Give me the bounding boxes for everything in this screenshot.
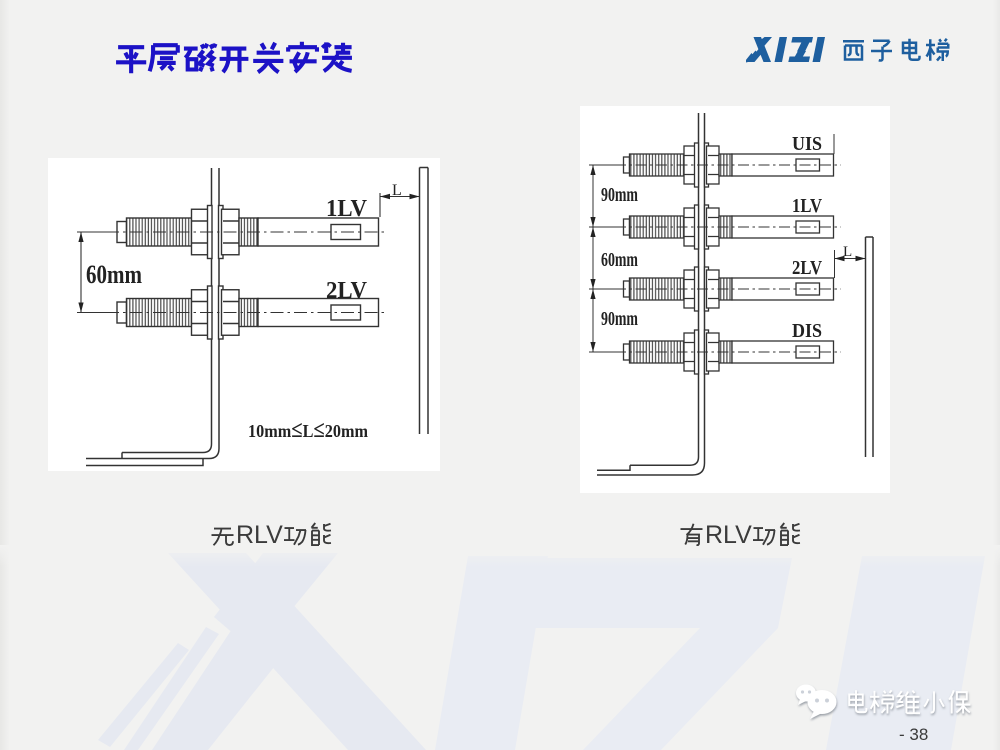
svg-text:RLV: RLV	[705, 521, 752, 548]
svg-text:2LV: 2LV	[792, 257, 822, 279]
svg-text:1LV: 1LV	[792, 195, 822, 217]
svg-text:RLV: RLV	[236, 521, 283, 548]
svg-text:UIS: UIS	[792, 133, 822, 155]
svg-text:L: L	[392, 182, 402, 199]
svg-text:60mm: 60mm	[86, 260, 142, 289]
svg-text:10mm≤L≤20mm: 10mm≤L≤20mm	[248, 417, 368, 442]
svg-text:2LV: 2LV	[326, 278, 368, 304]
svg-text:DIS: DIS	[792, 320, 822, 342]
svg-text:90mm: 90mm	[601, 308, 638, 330]
svg-text:1LV: 1LV	[326, 196, 368, 222]
svg-text:L: L	[843, 244, 852, 260]
svg-text:60mm: 60mm	[601, 249, 638, 271]
svg-text:90mm: 90mm	[601, 184, 638, 206]
